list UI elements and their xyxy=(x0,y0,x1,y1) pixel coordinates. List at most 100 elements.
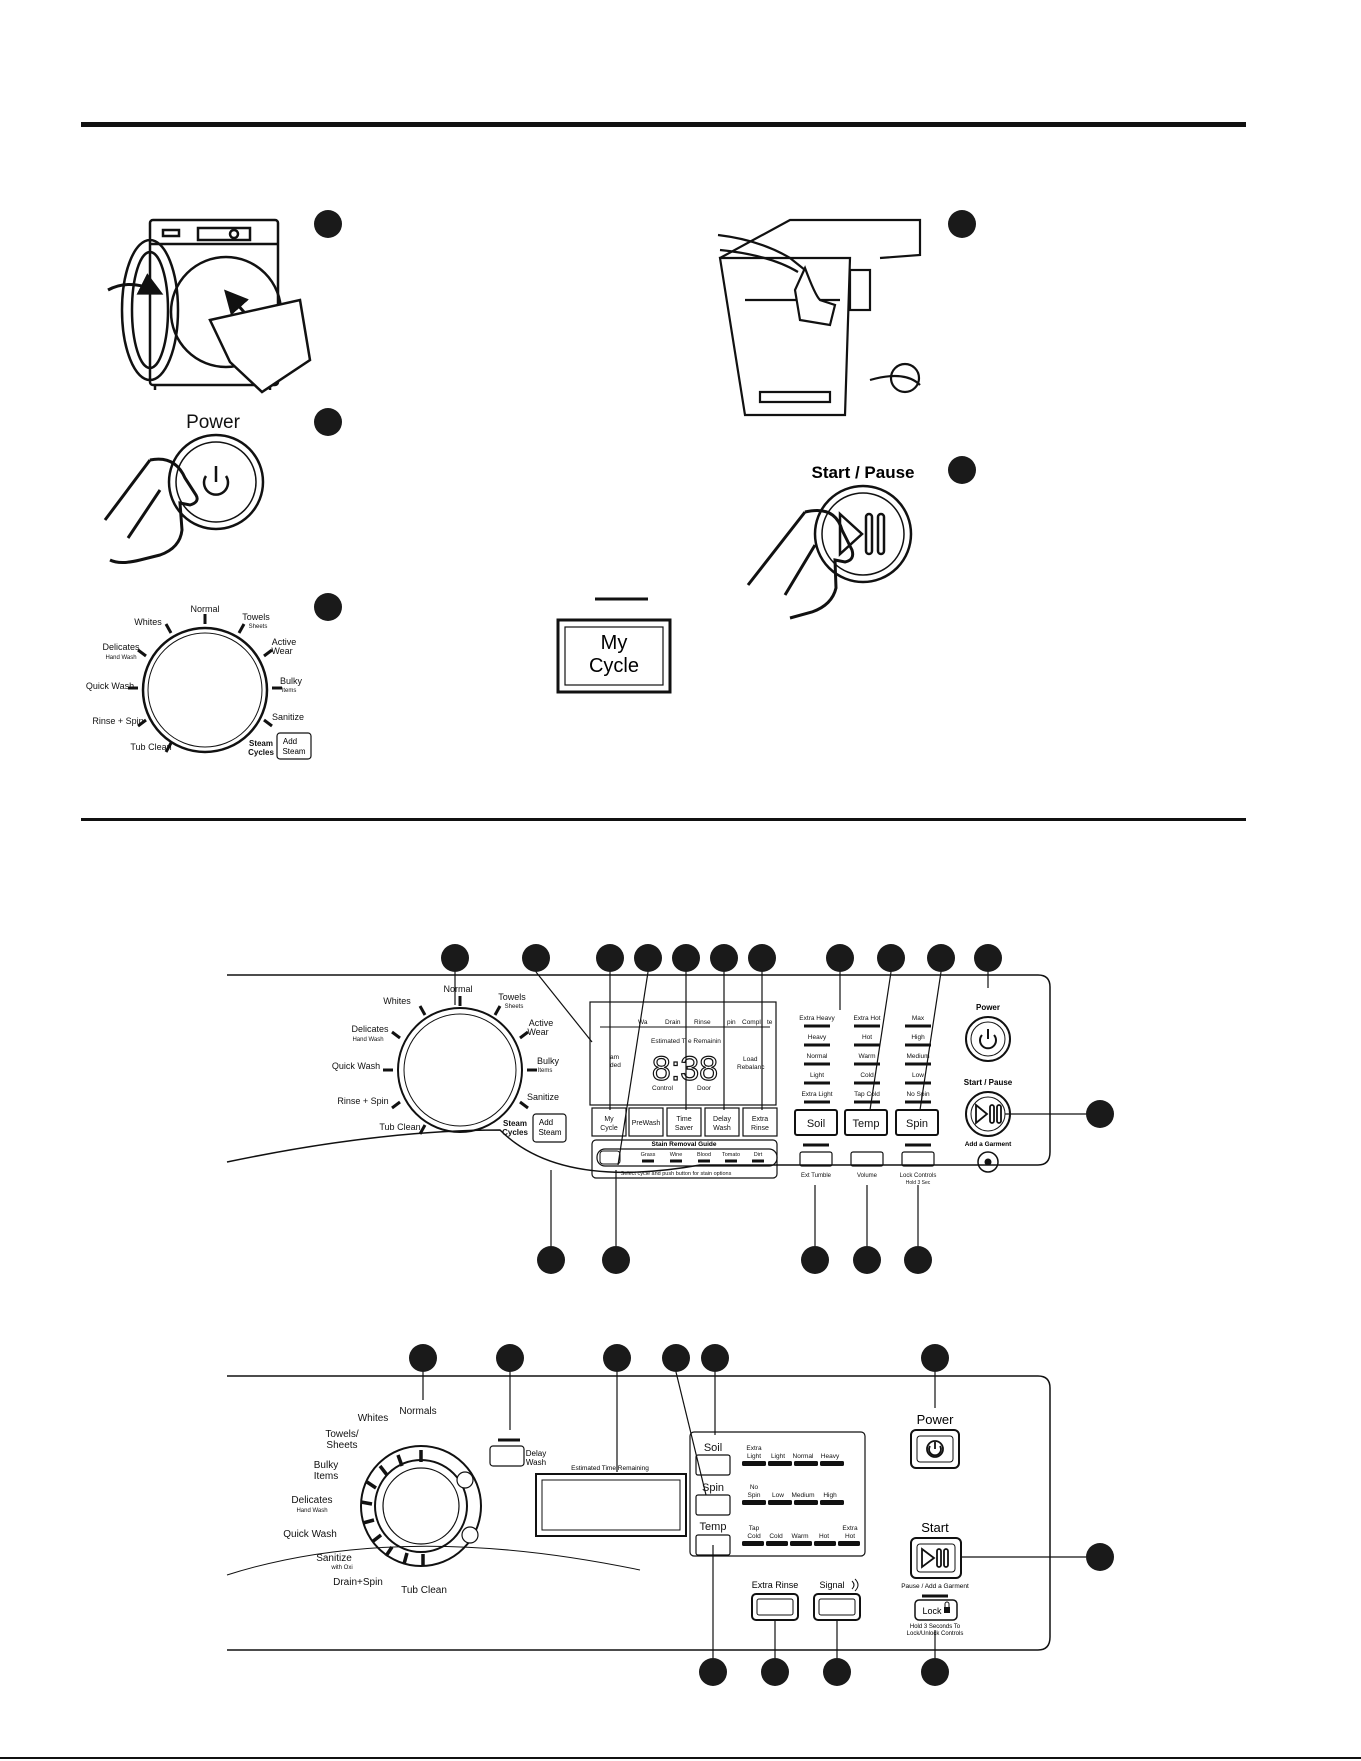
p2-dial-with-oxi: with Oxi xyxy=(330,1565,352,1571)
middle-rule xyxy=(81,818,1246,821)
p1-badge-17 xyxy=(904,1246,932,1274)
dial-label-whites: Whites xyxy=(134,617,162,627)
p1-soil-label: Soil xyxy=(807,1118,825,1130)
my-cycle-button[interactable] xyxy=(556,618,672,694)
p2-hold-note-1: Hold 3 Seconds To xyxy=(910,1624,961,1630)
p2-badge-4 xyxy=(662,1344,690,1372)
p1-dial-delicates: Delicates xyxy=(351,1024,389,1034)
p2-hold-note-2: Lock/Unlock Controls xyxy=(907,1631,964,1637)
p1-temp-warm: Warm xyxy=(858,1053,875,1060)
p2-temp-hot: Hot xyxy=(819,1533,829,1540)
p2-soil-xlight-2: Light xyxy=(747,1453,761,1460)
p1-lock-controls-button[interactable] xyxy=(901,1151,935,1167)
p2-signal-button[interactable] xyxy=(813,1593,861,1621)
power-press-illustration: Power xyxy=(103,412,265,564)
p1-badge-5 xyxy=(672,944,700,972)
p1-temp-button[interactable] xyxy=(844,1109,888,1136)
p1-power-icon xyxy=(979,1029,997,1050)
p2-lock-button[interactable] xyxy=(914,1599,958,1621)
p1-extra-rinse-button[interactable] xyxy=(742,1107,778,1137)
p1-volume-button[interactable] xyxy=(850,1151,884,1167)
p1-badge-4 xyxy=(634,944,662,972)
p2-soil-button[interactable] xyxy=(695,1454,731,1476)
p1-soil-light: Light xyxy=(810,1072,824,1079)
p1-stain-button[interactable] xyxy=(596,1148,778,1167)
p2-dial-bulky: Bulky xyxy=(314,1460,338,1471)
p2-spin-nospin-1: No xyxy=(750,1484,759,1491)
add-steam-button[interactable] xyxy=(276,732,312,760)
p2-badge-8 xyxy=(699,1658,727,1686)
p1-badge-13 xyxy=(537,1246,565,1274)
p1-stain-dirt: Dirt xyxy=(754,1152,763,1158)
p2-dial-drain-spin: Drain+Spin xyxy=(333,1577,383,1588)
p1-badge-12 xyxy=(1086,1100,1114,1128)
p1-soil-button[interactable] xyxy=(794,1109,838,1136)
step-badge-5 xyxy=(948,456,976,484)
step-badge-4 xyxy=(948,210,976,238)
p2-badge-6 xyxy=(921,1344,949,1372)
p2-extra-rinse-button[interactable] xyxy=(751,1593,799,1621)
p1-add-garment-button[interactable] xyxy=(977,1151,999,1173)
p2-temp-cold: Cold xyxy=(769,1533,783,1540)
p2-start-button[interactable] xyxy=(910,1537,962,1579)
p1-time-readout: 8:38 xyxy=(652,1050,718,1088)
p2-spin-button[interactable] xyxy=(695,1494,731,1516)
control-panel-1: Normal Whites Towels Sheets Delicates Ha… xyxy=(226,944,1114,1274)
p2-power-icon xyxy=(926,1440,944,1458)
p1-status-spin: pin xyxy=(727,1019,736,1026)
p2-temp-button[interactable] xyxy=(695,1534,731,1556)
p2-pause-add-label: Pause / Add a Garment xyxy=(901,1583,969,1590)
p1-status-wash: Wa xyxy=(638,1019,648,1026)
p1-spin-label: Spin xyxy=(906,1118,928,1130)
p1-start-pause-button[interactable] xyxy=(965,1091,1011,1137)
p2-temp-warm: Warm xyxy=(791,1533,808,1540)
p1-temp-label: Temp xyxy=(853,1118,880,1130)
p1-ext-tumble-button[interactable] xyxy=(799,1151,833,1167)
p1-badge-10 xyxy=(927,944,955,972)
dial-label-rinse-spin: Rinse + Spin xyxy=(92,716,143,726)
p1-badge-8 xyxy=(826,944,854,972)
p1-steam-added-2: ded xyxy=(610,1062,621,1069)
p1-dial-active: Active xyxy=(529,1018,554,1028)
p1-option-buttons xyxy=(591,1107,778,1137)
p2-delay-wash-button[interactable] xyxy=(489,1445,525,1467)
p2-badge-1 xyxy=(409,1344,437,1372)
p1-add-steam-label-1: Add xyxy=(539,1118,553,1127)
p2-dial-delicates: Delicates xyxy=(291,1495,332,1506)
p1-spin-button[interactable] xyxy=(895,1109,939,1136)
p1-dial-whites: Whites xyxy=(383,996,411,1006)
p2-power-button[interactable] xyxy=(910,1429,960,1469)
p2-soil-label: Soil xyxy=(704,1442,722,1454)
p1-temp-hot: Hot xyxy=(862,1034,872,1041)
p1-spin-high: High xyxy=(911,1034,925,1041)
p1-control-label: Control xyxy=(652,1085,674,1092)
p1-stain-title: Stain Removal Guide xyxy=(651,1141,716,1148)
dial-label-items: Items xyxy=(282,688,297,694)
step-badge-3 xyxy=(314,593,342,621)
p2-badge-3 xyxy=(603,1344,631,1372)
p1-door-label: Door xyxy=(697,1085,712,1092)
p1-status-rinse: Rinse xyxy=(694,1019,711,1026)
p1-time-saver-button[interactable] xyxy=(666,1107,702,1137)
dial-label-sheets: Sheets xyxy=(249,624,268,630)
p2-dial-sanitize: Sanitize xyxy=(316,1553,352,1564)
detergent-drawer-illustration xyxy=(717,218,922,417)
p2-temp-xhot-1: Extra xyxy=(842,1525,858,1532)
power-icon xyxy=(202,466,230,496)
dial-label-hand-wash: Hand Wash xyxy=(105,655,136,661)
p1-add-steam-button[interactable] xyxy=(532,1113,567,1143)
p1-my-cycle-button[interactable] xyxy=(591,1107,627,1137)
p1-delay-wash-button[interactable] xyxy=(704,1107,740,1137)
p1-power-button[interactable] xyxy=(965,1016,1011,1062)
p1-dial-cycles: Cycles xyxy=(502,1128,528,1137)
p2-dial-hand-wash: Hand Wash xyxy=(296,1508,327,1514)
control-panel-2: Normals Whites Towels/ Sheets Bulky Item… xyxy=(226,1344,1114,1686)
dial-label-tub-clean: Tub Clean xyxy=(130,742,171,752)
p1-prewash-button[interactable] xyxy=(628,1107,664,1137)
p2-badge-5 xyxy=(701,1344,729,1372)
p2-soil-heavy: Heavy xyxy=(821,1453,840,1460)
p1-add-steam-label-2: Steam xyxy=(538,1128,561,1137)
my-cycle-label-2: Cycle xyxy=(589,655,639,677)
p1-load-rebalance-2: Rebalanc xyxy=(737,1064,765,1071)
